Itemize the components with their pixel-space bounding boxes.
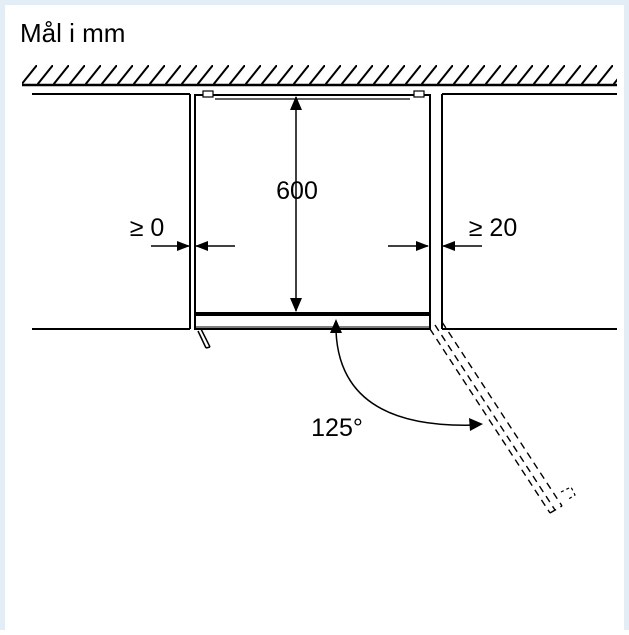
left-gap-label: ≥ 0 [130,214,165,242]
left-gap-arrows [151,241,235,251]
appliance-body [194,90,431,314]
depth-dimension-label: 600 [276,177,318,205]
appliance-door [194,314,431,349]
depth-dimension-line [290,96,302,312]
door-angle-label: 125° [311,414,363,442]
right-cabinet [441,93,617,330]
open-door-outline [429,321,563,514]
diagram-title: Mål i mm [20,18,125,48]
door-angle-arc [330,319,483,431]
open-door-handle [560,486,576,501]
left-cabinet [32,93,191,330]
installation-diagram: Mål i mm [20,18,617,514]
ceiling-wall [22,65,617,87]
right-gap-arrows [388,241,482,251]
right-gap-label: ≥ 20 [469,214,517,242]
